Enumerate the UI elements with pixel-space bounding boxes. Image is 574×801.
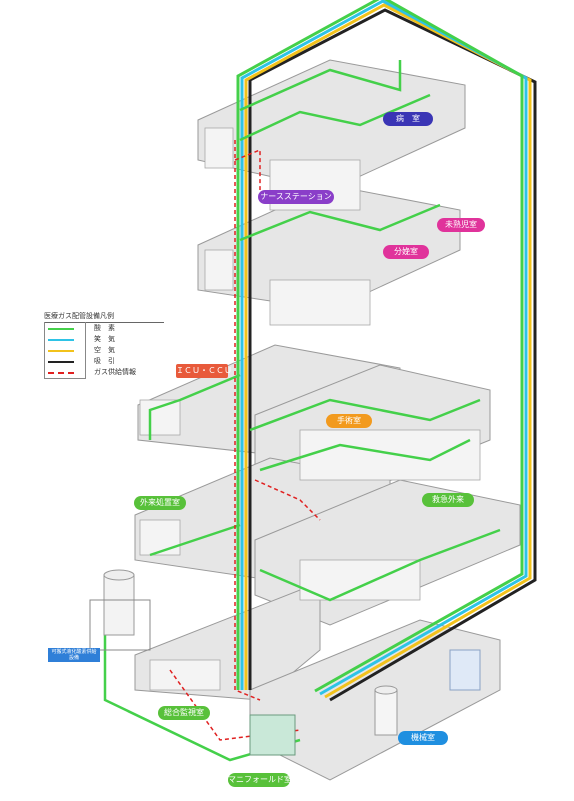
label-liquid-oxygen: 可搬式液化酸素供給設備 <box>48 648 100 662</box>
branch-icu <box>148 373 241 440</box>
legend-title: 医療ガス配管設備凡例 <box>44 310 164 323</box>
legend-frame <box>44 322 86 379</box>
tag-ward: 病 室 <box>383 112 433 126</box>
legend-label-gas-info: ガス供給情報 <box>94 368 136 376</box>
branch-maternity <box>239 203 441 242</box>
legend-row-air: 空 気 <box>44 345 164 356</box>
compressor-tank-top <box>374 685 398 695</box>
branch-outpatient <box>149 523 241 557</box>
tank-frame <box>89 599 151 651</box>
tag-machine-room: 機械室 <box>398 731 448 745</box>
branch-emergency <box>259 528 501 602</box>
manifold-bottles <box>249 714 296 756</box>
tag-central-monitoring: 総合監視室 <box>158 706 210 720</box>
branch-ward <box>239 60 402 112</box>
riser-pipes <box>236 0 537 702</box>
compressor-tank <box>374 689 398 736</box>
legend-swatch-oxygen <box>48 328 74 330</box>
branch-op <box>249 398 481 432</box>
tag-icu-ccu: ＩＣＵ・ＣＣＵ <box>176 364 232 378</box>
legend-label-oxygen: 酸 素 <box>94 324 115 332</box>
machine-room-equipment <box>249 649 481 756</box>
tag-manifold-room: マニフォールド室 <box>228 773 292 787</box>
wall-ward <box>204 127 234 169</box>
walls <box>139 127 481 691</box>
gas-info-lines <box>169 140 321 741</box>
wall-nurse-2 <box>269 279 371 326</box>
tag-infant-room: 未熟児室 <box>437 218 485 232</box>
floor-ward <box>197 59 466 191</box>
riser-suction <box>248 8 537 702</box>
legend: 医療ガス配管設備凡例 酸 素 笑 気 空 気 吸 引 ガス供給情報 <box>44 310 164 379</box>
wall-maternity <box>204 249 234 291</box>
legend-row-suction: 吸 引 <box>44 356 164 367</box>
liquid-oxygen-tank <box>89 569 151 651</box>
branch-pipes <box>103 60 501 762</box>
wall-icu <box>139 399 181 436</box>
legend-label-nitrous: 笑 気 <box>94 335 115 343</box>
legend-swatch-nitrous <box>48 339 74 341</box>
legend-row-gas-info: ガス供給情報 <box>44 367 164 378</box>
tag-operating-room: 手術室 <box>326 414 372 428</box>
control-cabinet <box>449 649 481 691</box>
legend-label-suction: 吸 引 <box>94 357 115 365</box>
legend-row-nitrous: 笑 気 <box>44 334 164 345</box>
legend-label-air: 空 気 <box>94 346 115 354</box>
info-basement <box>169 669 301 741</box>
riser-oxygen <box>236 0 524 693</box>
tag-nurse-station: ナースステーション <box>258 190 334 204</box>
tank-top <box>103 569 135 581</box>
branch-op-2 <box>259 438 471 472</box>
info-op <box>254 479 321 521</box>
tag-delivery-room: 分娩室 <box>383 245 429 259</box>
legend-swatch-gas-info <box>48 372 74 374</box>
wall-emergency <box>299 559 421 601</box>
wall-op <box>299 429 481 481</box>
tag-emergency-outpatient: 救急外来 <box>422 493 474 507</box>
wall-outpatient <box>139 519 181 556</box>
legend-swatch-air <box>48 350 74 352</box>
wall-basement <box>149 659 221 691</box>
tag-outpatient-treatment: 外来処置室 <box>134 496 186 510</box>
tank-body <box>103 574 135 636</box>
info-ward <box>234 148 261 190</box>
branch-ward-2 <box>239 93 431 142</box>
legend-row-oxygen: 酸 素 <box>44 323 164 334</box>
legend-swatch-suction <box>48 361 74 363</box>
info-main <box>234 140 261 701</box>
